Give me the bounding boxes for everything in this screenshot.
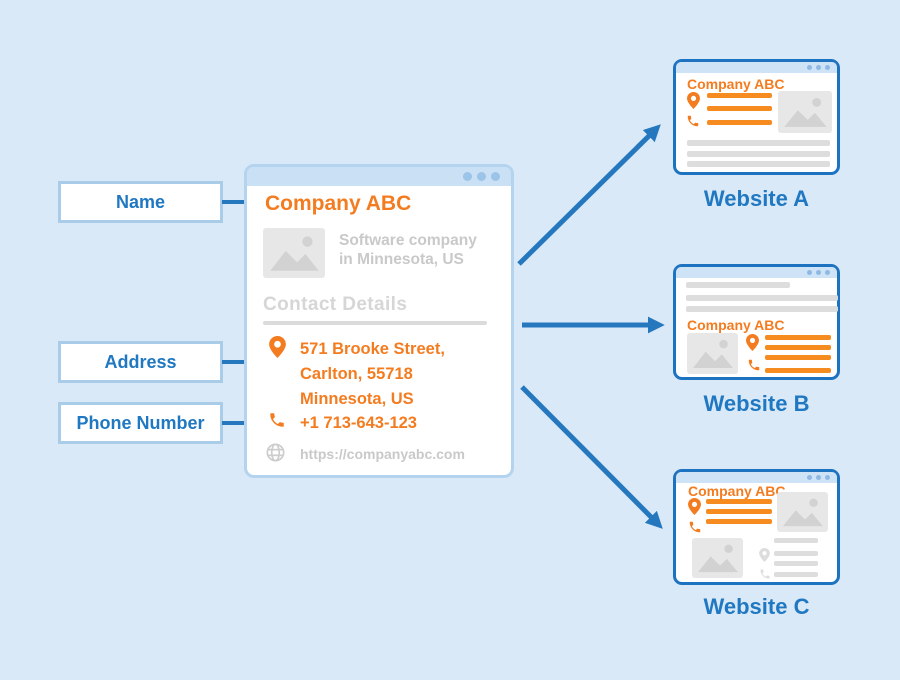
connector-line-address (222, 360, 250, 364)
contact-details-heading: Contact Details (263, 294, 408, 315)
arrow-to-website-a (517, 124, 661, 266)
text-line-bar (765, 335, 831, 340)
browser-titlebar (676, 472, 837, 483)
company-name: Company ABC (265, 192, 412, 215)
location-pin-icon (746, 334, 759, 351)
company-name: Company ABC (688, 483, 786, 499)
address-line1: 571 Brooke Street, (300, 340, 445, 358)
phone-icon (688, 520, 702, 534)
text-line-bar (774, 561, 818, 566)
window-dot-icon (816, 475, 821, 480)
window-dot-icon (825, 270, 830, 275)
text-line-bar (686, 306, 838, 312)
window-dot-icon (816, 65, 821, 70)
image-placeholder-icon (692, 538, 743, 578)
window-dot-icon (463, 172, 472, 181)
label-box-address: Address (58, 341, 223, 383)
website-url-text: https://companyabc.com (300, 446, 465, 462)
image-placeholder-icon (777, 492, 828, 532)
company-name: Company ABC (687, 76, 785, 92)
tagline-line1: Software company (339, 232, 477, 249)
company-tagline: Software company in Minnesota, US (339, 231, 477, 269)
location-pin-icon (687, 92, 700, 109)
text-line-bar (707, 120, 772, 125)
website-a-label: Website A (703, 186, 810, 211)
text-line-bar (707, 93, 772, 98)
text-line-bar (706, 499, 772, 504)
website-c-label: Website C (703, 594, 810, 619)
window-dot-icon (807, 270, 812, 275)
window-dot-icon (477, 172, 486, 181)
window-dot-icon (807, 65, 812, 70)
text-line-bar (686, 282, 790, 288)
image-placeholder-icon (687, 333, 738, 374)
label-box-name: Name (58, 181, 223, 223)
window-dot-icon (807, 475, 812, 480)
text-line-bar (686, 295, 838, 301)
website-b-window: Company ABC (673, 264, 840, 380)
window-dot-icon (491, 172, 500, 181)
text-line-bar (706, 509, 772, 514)
window-dot-icon (816, 270, 821, 275)
text-line-bar (687, 151, 830, 157)
phone-icon (268, 411, 286, 429)
label-address-text: Address (104, 351, 177, 372)
text-line-bar (774, 538, 818, 543)
tagline-line2: in Minnesota, US (339, 251, 464, 268)
image-placeholder-icon (778, 91, 832, 133)
connector-line-name (222, 200, 250, 204)
location-pin-icon (688, 498, 701, 515)
image-placeholder-icon (263, 228, 325, 278)
phone-icon (747, 358, 761, 372)
text-line-bar (765, 345, 831, 350)
text-line-bar (707, 106, 772, 111)
text-line-bar (774, 572, 818, 577)
browser-titlebar (247, 167, 511, 186)
phone-number-text: +1 713-643-123 (300, 414, 417, 432)
text-line-bar (706, 519, 772, 524)
text-line-bar (774, 551, 818, 556)
section-divider (263, 321, 487, 325)
website-b-label: Website B (703, 391, 810, 416)
phone-icon (759, 568, 771, 580)
address-line2: Carlton, 55718 (300, 365, 413, 383)
company-name: Company ABC (687, 317, 785, 333)
website-a-window: Company ABC (673, 59, 840, 175)
text-line-bar (687, 140, 830, 146)
address-line3: Minnesota, US (300, 390, 414, 408)
label-name-text: Name (115, 191, 166, 212)
connector-line-phone (222, 421, 250, 425)
browser-titlebar (676, 62, 837, 73)
location-pin-icon (759, 548, 770, 562)
text-line-bar (765, 368, 831, 373)
browser-titlebar (676, 267, 837, 278)
website-c-window: Company ABC (673, 469, 840, 585)
address-text: 571 Brooke Street, Carlton, 55718 Minnes… (300, 337, 445, 412)
label-box-phone: Phone Number (58, 402, 223, 444)
business-listing-card: Company ABC Software company in Minnesot… (244, 164, 514, 478)
window-dot-icon (825, 65, 830, 70)
location-pin-icon (269, 336, 286, 358)
label-phone-text: Phone Number (76, 412, 205, 433)
text-line-bar (687, 161, 830, 167)
window-dot-icon (825, 475, 830, 480)
arrow-to-website-c (520, 385, 663, 529)
globe-icon (266, 443, 285, 462)
phone-icon (686, 114, 700, 128)
text-line-bar (765, 355, 831, 360)
